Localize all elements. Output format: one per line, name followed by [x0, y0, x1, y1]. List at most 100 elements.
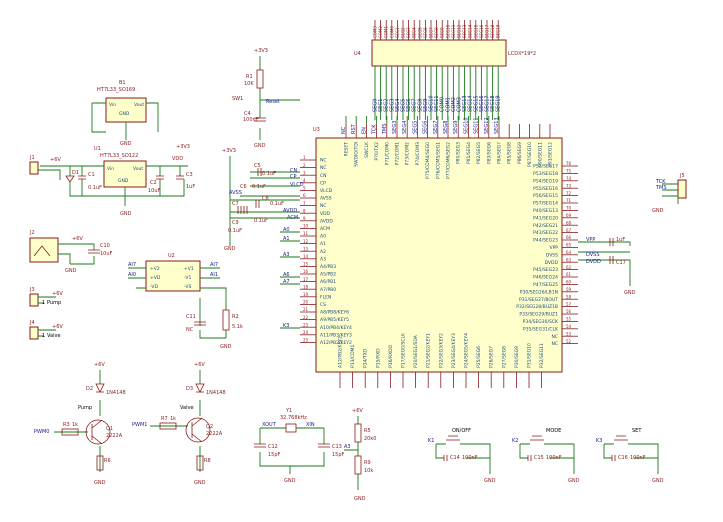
mcu-left-pin-number: 24 [303, 330, 309, 335]
lcd-top-pin-label: SEG17 [485, 24, 490, 38]
lcd-mcu-wires [345, 116, 500, 124]
u1-pin-vout: Vout [133, 166, 143, 172]
reset-gnd: GND [254, 143, 266, 149]
connector-j1: J1 +6V [29, 155, 61, 180]
divider-r5-r9: +6V R5 20k0 R9 10k A3 GND [344, 408, 376, 502]
c6-ref: C6 [240, 184, 247, 190]
mcu-left-pin-label: NC [320, 203, 327, 209]
c7-val: 0.1uF [254, 218, 268, 224]
lcd-bottom-pin-label: SEG4 [395, 99, 401, 112]
c1-ref: C1 [88, 172, 95, 178]
c15-ref: C15 [534, 455, 544, 461]
r1-val: 10K [244, 81, 254, 87]
mcu-left-pin-label: CP [320, 180, 326, 186]
c3-val: 1uF [186, 184, 195, 190]
mcu-left-pin-number: 1 [303, 155, 306, 160]
mcu-left-pin-number: 8 [303, 208, 306, 213]
mcu-right-pin-number: 63 [566, 257, 572, 262]
button-mode[interactable]: MODE K2 C15 100nF GND [512, 428, 580, 484]
connector-j4: J4 +6V 1 Valve [29, 320, 63, 340]
mcu-left-pin-label: A7/PB0 [320, 287, 336, 293]
lcd-bottom-pin-label: SEG11 [434, 95, 440, 112]
lcd-bottom-pin-label: SEG18 [490, 95, 496, 112]
c7-ref: C7 [232, 201, 239, 207]
set-label: SET [632, 428, 642, 434]
mcu-right-pin-label: P31/SEG27/BOUT [519, 297, 558, 303]
button-onoff[interactable]: ON/OFF K1 C14 100nF GND [428, 428, 496, 484]
mcu-left-pin-label: FLEN [320, 294, 331, 300]
onoff-label: ON/OFF [452, 428, 471, 434]
net-dvdd: DVDD [586, 259, 601, 265]
lcd-bottom-pin-label: SEG15 [473, 95, 479, 112]
mcu-right-pin-number: 69 [566, 213, 572, 218]
u1-v33: +3V3 [176, 144, 190, 150]
b1-ref: B1 [119, 80, 126, 86]
mcu-top-net-label: TMS [382, 123, 388, 135]
mcu-left-pin-label: CN [320, 173, 327, 179]
connector-j5: J5 TCK TMS GND [652, 173, 687, 214]
j5-tck: TCK [655, 179, 666, 185]
j4-v6: +6V [52, 324, 63, 330]
lcd-bottom-pin-label: SEG16 [479, 95, 485, 112]
net-dvss: DVSS [586, 252, 600, 258]
lcd-top-pin-label: COM1 [384, 26, 389, 38]
mcu-left-pin-number: 11 [303, 231, 309, 236]
mcu-left-caps: +3V3 C5 0.1uF C7 C6 0.1uF C8 0.1uF C9 0.… [222, 148, 304, 329]
mcu-right-pin-label: P57/SEG14 [533, 201, 558, 207]
c4-ref: C4 [244, 111, 251, 117]
c2-ref: C2 [150, 180, 157, 186]
d1-val: 1N4148 [106, 390, 126, 396]
b1-value: HT7L33_SO169 [97, 87, 135, 93]
lcd-bottom-pin-label: SEG0 [373, 99, 379, 112]
mcu-left-pin-number: 23 [303, 322, 309, 327]
right-gnd: GND [624, 290, 636, 296]
mcu-left-pins: NC1NC2CN3CP4VLCD5AVSS6NC7VDD8AVDD9ACM10A… [300, 155, 352, 346]
mcu-u3: U3 NC1NC2CN3CP4VLCD5AVSS6NC7VDD8AVDD9ACM… [300, 117, 578, 388]
q1-v6: +6V [94, 362, 105, 368]
button-set[interactable]: SET K3 C16 100nF GND [596, 428, 664, 484]
lcd-top-pin-label: SEG10 [445, 24, 450, 38]
mcu-left-pin-number: 25 [303, 338, 309, 343]
mcu-right-pin-number: 53 [566, 331, 572, 336]
mcu-top-net-label: SEG8 [443, 121, 449, 134]
mcu-top-inner-label: P73/COM2 [405, 142, 411, 166]
mcu-left-pin-label: A1 [320, 241, 326, 247]
mcu-top-net-label: SEG9 [453, 121, 459, 134]
lcd-top-pin-label: SEG7 [429, 27, 434, 38]
r5-ref: R5 [364, 428, 371, 434]
mcu-bottom-inner-label: P32/SEG11 [539, 343, 545, 368]
mcu-left-pin-number: 3 [303, 170, 306, 175]
mcu-top-net-label: EN [361, 127, 367, 134]
u1-pin-vin: Vin [107, 166, 114, 172]
mode-ref: K2 [512, 438, 518, 444]
u2-pl1: +VD [150, 275, 161, 281]
c16-val: 100nF [630, 455, 646, 461]
q2-gnd: GND [194, 480, 206, 486]
d2-ref: D2 [86, 386, 93, 392]
mcu-left-pin-number: 16 [303, 269, 309, 274]
mcu-right-pin-label: P42/SEG21 [533, 223, 558, 229]
u2-gnd: GND [220, 344, 232, 350]
mcu-left-pin-label: NC [320, 165, 327, 171]
lcd-bottom-pin-label: COM1 [445, 97, 451, 112]
net-cn: CN [290, 168, 297, 174]
c2-val: 10uF [148, 188, 161, 194]
mcu-top-inner-label: P77/COM6/SEG2 [446, 142, 452, 179]
set-gnd: GND [652, 478, 664, 484]
mcu-right-pin-number: 65 [566, 243, 572, 248]
mcu-right-pin-label: P46/SEG24 [533, 275, 558, 281]
mcu-right-pin-number: 62 [566, 265, 572, 270]
r3-ref: R3 [63, 422, 70, 428]
lcd-top-pin-label: SEG4 [412, 27, 417, 38]
mcu-right-pin-number: 66 [566, 235, 572, 240]
lcd-top-pin-label: SEG18 [490, 24, 495, 38]
mcu-top-net-label: SEG13 [494, 117, 500, 134]
lcd-top-pin-label: SEG8 [434, 27, 439, 38]
lcd-bottom-pin-label: SEG3 [389, 99, 395, 112]
mcu-body [315, 137, 563, 373]
j4-ref: J4 [29, 320, 35, 326]
mcu-right-pin-number: 70 [566, 206, 572, 211]
mcu-top-inner-label: P81/SEG4 [466, 142, 472, 164]
